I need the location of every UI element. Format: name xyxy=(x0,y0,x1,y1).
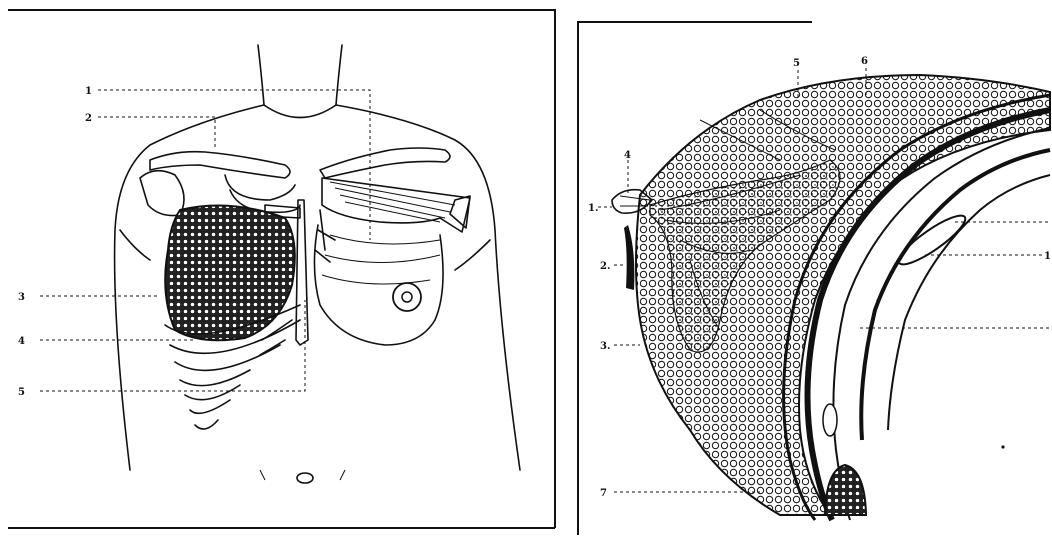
right-label-2: 2. xyxy=(600,261,610,272)
right-label-1-edge: 1 xyxy=(1044,251,1051,262)
right-label-5: 5 xyxy=(793,58,800,69)
navel xyxy=(297,473,313,483)
rib-cross-section xyxy=(825,465,866,515)
left-label-2: 2 xyxy=(85,113,92,124)
left-figure-torso-illustration: 1 2 3 4 5 xyxy=(8,10,555,528)
right-label-1: 1. xyxy=(588,203,598,214)
neck-outline xyxy=(258,45,342,105)
areola-section xyxy=(624,225,634,290)
left-label-1: 1 xyxy=(85,86,92,97)
right-label-3: 3. xyxy=(600,341,610,352)
right-clavicle xyxy=(320,148,450,178)
breast-glandular-tissue xyxy=(165,206,295,341)
left-label-3: 3 xyxy=(18,292,25,303)
right-figure-breast-section: 1. 2. 3. 4 5 6 7 1 xyxy=(578,22,1051,535)
right-label-7: 7 xyxy=(600,488,607,499)
sternum xyxy=(296,200,308,345)
left-label-4: 4 xyxy=(18,336,25,347)
right-label-4: 4 xyxy=(624,150,631,161)
nipple xyxy=(402,292,412,302)
pectoralis-major-muscle xyxy=(315,178,470,262)
breast-contour xyxy=(314,225,443,345)
right-label-6: 6 xyxy=(861,56,868,67)
left-label-5: 5 xyxy=(18,387,25,398)
